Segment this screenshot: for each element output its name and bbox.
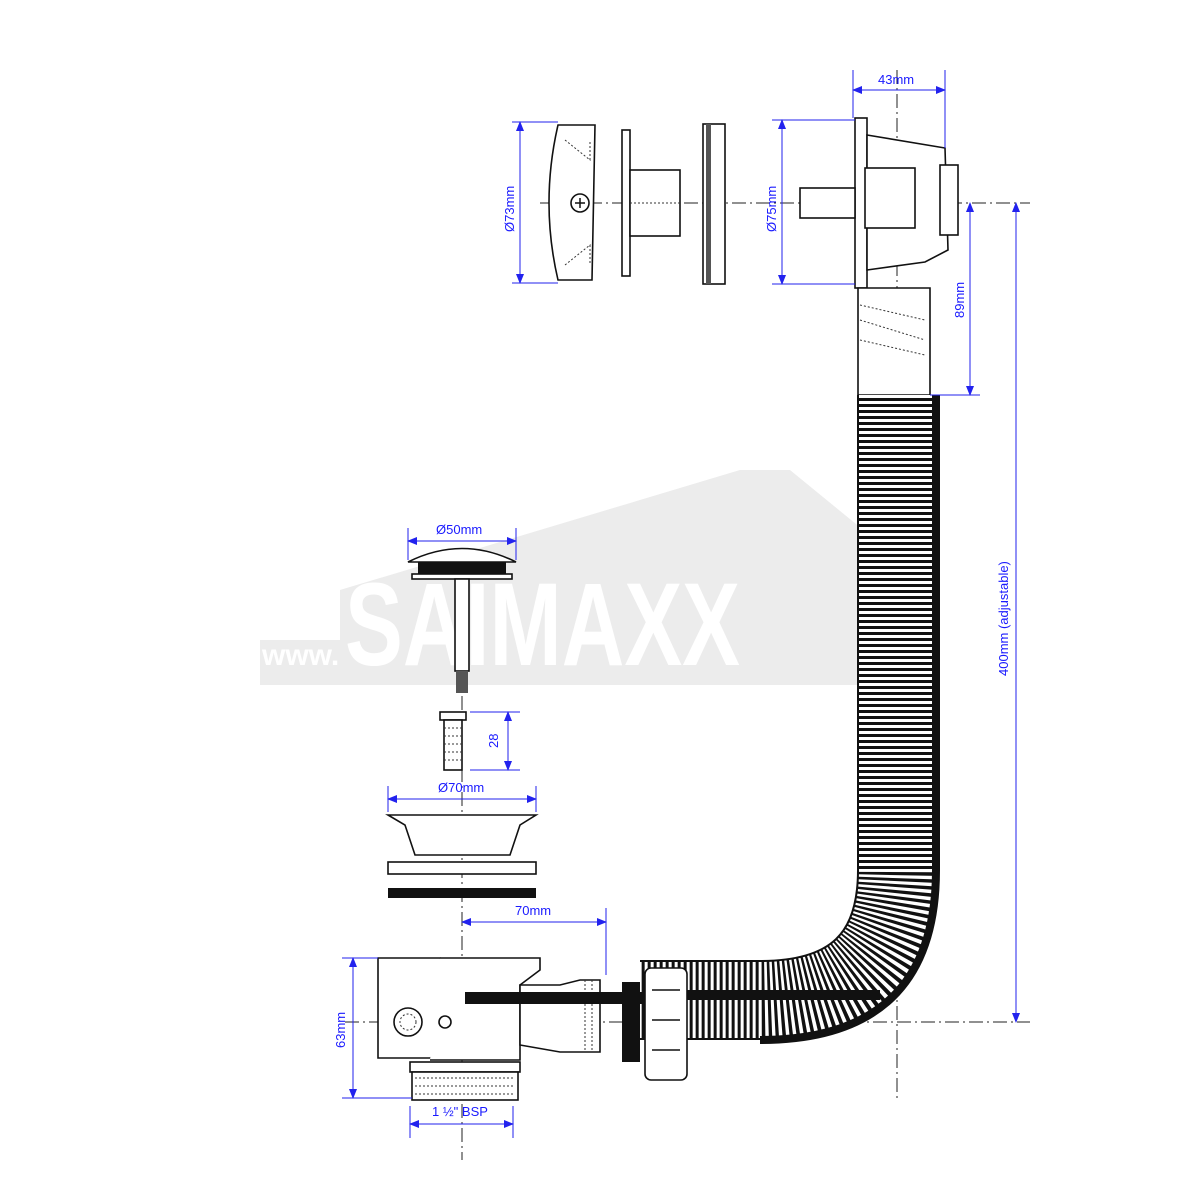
dim-label-bsp: 1 ½" BSP — [432, 1104, 488, 1119]
overflow-body — [799, 117, 959, 396]
dim-43mm: 43mm — [852, 70, 946, 148]
svg-text:www.: www. — [261, 639, 339, 672]
dim-label-89mm: 89mm — [952, 282, 967, 318]
overflow-connector — [621, 129, 681, 277]
dim-label-28: 28 — [486, 734, 501, 748]
dim-50mm: Ø50mm — [407, 522, 517, 560]
svg-text:SAIMAXX: SAIMAXX — [345, 559, 740, 691]
dim-28: 28 — [470, 711, 520, 771]
dim-label-43mm: 43mm — [878, 72, 914, 87]
waste-flange — [385, 814, 539, 898]
dim-400mm: 400mm (adjustable) — [996, 202, 1020, 1023]
overflow-cover — [548, 124, 596, 281]
dim-label-75mm: Ø75mm — [764, 186, 779, 232]
waste-body — [377, 957, 688, 1101]
dim-label-70mm-flange: Ø70mm — [438, 780, 484, 795]
stem-insert — [439, 711, 467, 771]
dim-bsp: 1 ½" BSP — [409, 1104, 514, 1138]
dim-label-73mm: Ø73mm — [502, 186, 517, 232]
pop-up-plug — [407, 547, 517, 693]
dim-75mm: Ø75mm — [764, 119, 855, 285]
dim-89mm: 89mm — [930, 202, 980, 396]
dim-63mm: 63mm — [333, 957, 412, 1099]
dim-label-50mm: Ø50mm — [436, 522, 482, 537]
dim-label-400mm: 400mm (adjustable) — [996, 561, 1011, 676]
dim-70mm-flange: Ø70mm — [387, 780, 537, 812]
dim-label-63mm: 63mm — [333, 1012, 348, 1048]
dim-70mm-offset: 70mm — [461, 903, 607, 975]
watermark-logo: www. SAIMAXX — [260, 470, 900, 691]
dim-73mm: Ø73mm — [502, 121, 558, 284]
overflow-washer — [702, 123, 726, 285]
dim-label-70mm-offset: 70mm — [515, 903, 551, 918]
